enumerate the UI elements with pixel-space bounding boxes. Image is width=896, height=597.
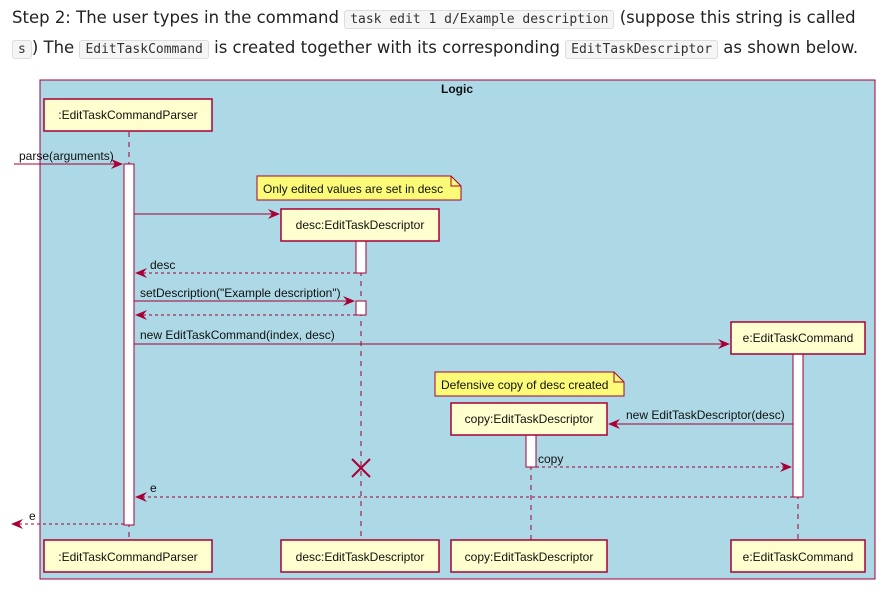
para-text: ) The bbox=[31, 38, 80, 57]
para-text: is created together with its correspondi… bbox=[208, 38, 566, 57]
note-edited-values-text: Only edited values are set in desc bbox=[263, 182, 443, 196]
message-e-return-label: e bbox=[150, 481, 157, 495]
note-edited-values bbox=[256, 175, 462, 201]
inline-code-command: task edit 1 d/Example description bbox=[344, 10, 615, 29]
participant-copy-created bbox=[450, 402, 608, 436]
message-set-description-label: setDescription("Example description") bbox=[140, 286, 341, 300]
desc-activation bbox=[355, 240, 367, 274]
participant-parser-bottom bbox=[43, 539, 213, 573]
frame-title: Logic bbox=[441, 82, 473, 96]
participant-command-created bbox=[730, 321, 866, 355]
inline-code-edittaskdescriptor: EditTaskDescriptor bbox=[565, 40, 719, 59]
message-e-final-label: e bbox=[29, 509, 36, 523]
note-fold bbox=[450, 176, 461, 187]
message-parse-label: parse(arguments) bbox=[19, 149, 114, 163]
desc-activation-2 bbox=[355, 300, 367, 316]
message-copy-return-label: copy bbox=[538, 452, 563, 466]
para-text: Step 2: The user types in the command bbox=[12, 8, 345, 27]
note-defensive-copy-text: Defensive copy of desc created bbox=[441, 378, 608, 392]
participant-copy-bottom bbox=[450, 539, 608, 573]
message-desc-return-label: desc bbox=[150, 258, 175, 272]
participant-parser-label: :EditTaskCommandParser bbox=[58, 108, 197, 122]
message-new-descriptor-label: new EditTaskDescriptor(desc) bbox=[626, 408, 785, 422]
participant-command-label: e:EditTaskCommand bbox=[743, 331, 854, 345]
note-defensive-copy bbox=[434, 371, 625, 397]
participant-parser-top bbox=[43, 98, 213, 132]
participant-desc-bottom bbox=[280, 539, 440, 573]
participant-desc-created bbox=[280, 208, 440, 242]
participant-copy-bottom-label: copy:EditTaskDescriptor bbox=[465, 550, 594, 564]
participant-command-bottom bbox=[730, 539, 866, 573]
description-paragraph: Step 2: The user types in the command ta… bbox=[12, 4, 882, 64]
participant-desc-bottom-label: desc:EditTaskDescriptor bbox=[296, 550, 425, 564]
participant-parser-bottom-label: :EditTaskCommandParser bbox=[58, 550, 197, 564]
participant-command-bottom-label: e:EditTaskCommand bbox=[743, 550, 854, 564]
destroy-x-icon bbox=[351, 458, 371, 478]
note-fold bbox=[613, 372, 624, 383]
para-text: as shown below. bbox=[718, 38, 859, 57]
inline-code-s: s bbox=[12, 40, 32, 59]
participant-desc-label: desc:EditTaskDescriptor bbox=[296, 218, 425, 232]
command-activation bbox=[792, 353, 804, 498]
para-text: (suppose this string is called bbox=[614, 8, 856, 27]
parser-activation bbox=[123, 163, 135, 526]
copy-activation bbox=[525, 434, 537, 468]
inline-code-edittaskcommand: EditTaskCommand bbox=[79, 40, 209, 59]
participant-copy-label: copy:EditTaskDescriptor bbox=[465, 412, 594, 426]
message-new-command-label: new EditTaskCommand(index, desc) bbox=[140, 328, 335, 342]
